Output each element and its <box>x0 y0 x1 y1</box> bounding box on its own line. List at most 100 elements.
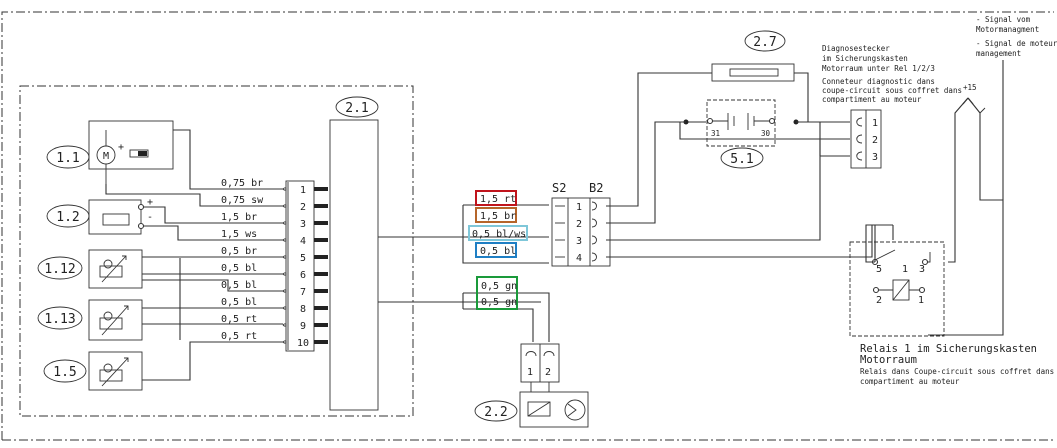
left-wire-labels: 0,75 br 0,75 sw 1,5 br 1,5 ws 0,5 br 0,5… <box>221 178 264 342</box>
s2b2-pin-number: 4 <box>576 253 582 264</box>
left-pin-terminal <box>314 306 328 310</box>
left-wiring <box>105 129 283 381</box>
wire-label-s2-4: 0,5 bl <box>480 246 516 257</box>
wire-label-10: 0,5 rt <box>221 331 257 342</box>
relay-title-de-1: Relais 1 im Sicherungskasten <box>860 343 1037 355</box>
ref-label-2-2: 2.2 <box>484 405 507 420</box>
ref-label-1-5: 1.5 <box>53 365 76 380</box>
ref-label-5-1: 5.1 <box>730 152 753 167</box>
signal-fr-2: management <box>976 49 1021 58</box>
left-pin-number: 1 <box>300 185 306 196</box>
ref-label-2-7: 2.7 <box>753 35 776 50</box>
signal-de-1: - Signal vom <box>976 15 1031 24</box>
ref-label-1-2: 1.2 <box>56 210 79 225</box>
sensor-icon-1-13 <box>99 317 123 330</box>
left-pin-number: 2 <box>300 202 306 213</box>
wire-box-s2-1 <box>475 190 517 206</box>
left-pin-socket <box>282 238 287 242</box>
component-1-2: 1.2 + - <box>46 197 153 235</box>
sensor-plus: + <box>147 197 153 208</box>
label-b2: B2 <box>589 181 603 195</box>
left-pin-terminal <box>314 289 328 293</box>
plus15-label: +15 <box>963 83 977 92</box>
relay-title-fr-1: Relais dans Coupe-circuit sous coffret d… <box>860 367 1054 376</box>
green-wire-labels: 0,5 gn 0,5 gn <box>476 276 518 310</box>
connector-left-body <box>285 180 315 352</box>
wire-box-s2-4 <box>475 242 517 258</box>
b2-pin-socket <box>591 201 597 211</box>
sensor-box-1-5 <box>88 351 143 391</box>
power-signal: - Signal vom Motormanagment - Signal de … <box>928 15 1057 336</box>
diag-title-de-1: Diagnosestecker <box>822 44 890 53</box>
component-2-2: 1 2 2.2 <box>474 343 589 428</box>
component-1-1: 1.1 M + <box>46 120 174 184</box>
s2b2-pin-number: 2 <box>576 219 582 230</box>
ref-bubble-1-5 <box>43 359 87 383</box>
diag-title-fr-2: coupe-circuit sous coffret dans <box>822 86 962 95</box>
diag-pin-number: 3 <box>872 152 878 163</box>
left-pin-number: 7 <box>300 287 306 298</box>
b2-pin-socket <box>591 235 597 245</box>
resistor-icon <box>102 213 130 226</box>
left-pin-socket <box>282 204 287 208</box>
control-unit-2-1: 2.1 <box>329 96 379 411</box>
ref-label-1-12: 1.12 <box>44 262 75 277</box>
wire-label-s2-2: 1,5 br <box>480 211 516 222</box>
ref-bubble-2-7 <box>744 30 786 52</box>
relay-pin-1b: 1 <box>918 295 924 306</box>
left-pin-terminal <box>314 238 328 242</box>
left-pin-socket <box>282 323 287 327</box>
diag-title-fr-3: compartiment au moteur <box>822 95 922 104</box>
diag-title-fr-1: Conneteur diagnostic dans <box>822 77 935 86</box>
unit-2-2-body <box>519 391 589 428</box>
connector-s2b2-body <box>551 197 611 267</box>
wire-label-7: 0,5 bl <box>221 280 257 291</box>
component-1-12: 1.12 <box>37 249 143 289</box>
left-pin-number: 4 <box>300 236 306 247</box>
motor-plus: + <box>118 142 124 153</box>
b2-pin-socket <box>591 252 597 262</box>
s2b2-wire-labels: 1,5 rt 1,5 br 0,5 bl/ws 0,5 bl <box>468 190 528 258</box>
component-1-13: 1.13 <box>37 299 143 341</box>
wire-label-1: 0,75 br <box>221 178 263 189</box>
wire-label-9: 0,5 rt <box>221 314 257 325</box>
left-pin-socket <box>282 272 287 276</box>
ref-label-1-1: 1.1 <box>56 151 79 166</box>
left-pin-number: 8 <box>300 304 306 315</box>
left-pin-terminal <box>314 221 328 225</box>
assembly-frame <box>19 85 414 417</box>
sensor-box-1-2 <box>88 199 142 235</box>
fuse-pin-31: 31 <box>711 129 720 138</box>
relay-pin-3: 3 <box>919 264 925 275</box>
motor-letter: M <box>103 151 109 162</box>
diag-connector: 123 Diagnosestecker im Sicherungskasten … <box>822 44 962 169</box>
ref-bubble-5-1 <box>720 147 764 169</box>
wire-label-5: 0,5 br <box>221 246 257 257</box>
wire-label-2: 0,75 sw <box>221 195 264 206</box>
diag-pin-socket <box>856 151 863 161</box>
ref-label-1-13: 1.13 <box>44 312 75 327</box>
left-pin-socket <box>282 255 287 259</box>
relay-pin-2: 2 <box>876 295 882 306</box>
ref-bubble-1-13 <box>37 306 83 330</box>
green-wire-label-1: 0,5 gn <box>481 281 517 292</box>
sensor-box-1-12 <box>88 249 143 289</box>
relay-title-de-2: Motorraum <box>860 354 917 366</box>
motor-switch-symbol <box>129 149 149 158</box>
outer-frame <box>1 11 1054 440</box>
left-pin-socket <box>282 289 287 293</box>
left-pin-terminal <box>314 187 328 191</box>
signal-de-2: Motormanagment <box>976 25 1039 34</box>
green-pin-1: 1 <box>527 367 533 378</box>
sensor-box-1-13 <box>88 299 143 341</box>
motor-box <box>88 120 174 170</box>
ref-bubble-2-1 <box>335 96 379 118</box>
diag-title-de-3: Motorraum unter Rel 1/2/3 <box>822 64 935 73</box>
s2b2-pin-number: 1 <box>576 202 582 213</box>
left-pin-number: 9 <box>300 321 306 332</box>
left-pin-socket <box>282 187 287 191</box>
green-wire-box <box>476 276 518 310</box>
green-pin-2: 2 <box>545 367 551 378</box>
left-pin-terminal <box>314 255 328 259</box>
